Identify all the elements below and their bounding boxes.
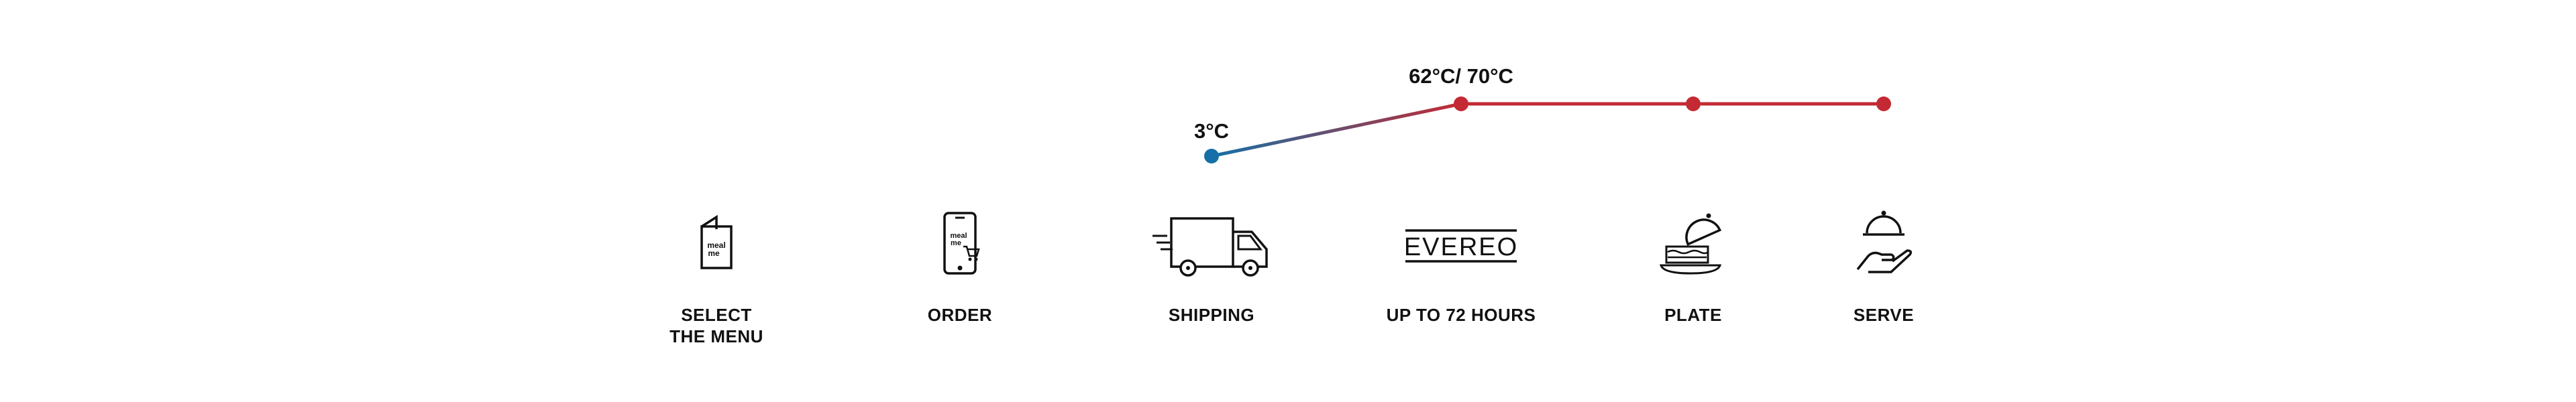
smartphone-cart-icon: meal me xyxy=(943,212,980,275)
point-plate xyxy=(1686,96,1701,111)
step-shipping: SHIPPING xyxy=(1091,208,1332,326)
step-label: PLATE xyxy=(1664,305,1722,325)
svg-text:me: me xyxy=(951,239,961,247)
step-label: ORDER xyxy=(927,305,993,325)
step-serve: SERVE xyxy=(1763,208,2004,326)
step-plate: PLATE xyxy=(1572,208,1814,326)
svg-text:meal: meal xyxy=(707,241,725,250)
cloche-plate-icon xyxy=(1660,213,1722,275)
step-label: SHIPPING xyxy=(1168,305,1255,325)
hot-temp-label: 62°C/ 70°C xyxy=(1409,64,1513,88)
svg-text:meal: meal xyxy=(950,232,967,240)
delivery-van-icon xyxy=(1152,217,1268,277)
point-up-to-72-hours xyxy=(1454,96,1468,111)
cooling-segment xyxy=(1211,102,1462,158)
menu-card-icon: meal me xyxy=(700,214,733,269)
point-shipping xyxy=(1204,149,1219,163)
step-label: SELECT THE MENU xyxy=(669,305,763,346)
cold-temp-label: 3°C xyxy=(1193,119,1230,143)
step-select-menu: meal me SELECT THE MENU xyxy=(596,208,837,347)
point-serve xyxy=(1876,96,1891,111)
serving-hand-icon xyxy=(1856,210,1913,273)
evereo-logo-icon: EVEREO xyxy=(1404,229,1518,263)
step-order: meal me ORDER xyxy=(839,208,1081,326)
step-storage: EVEREO UP TO 72 HOURS xyxy=(1340,208,1582,326)
svg-text:me: me xyxy=(708,249,720,258)
step-label: UP TO 72 HOURS xyxy=(1386,305,1536,325)
svg-text:EVEREO: EVEREO xyxy=(1404,233,1518,261)
step-label: SERVE xyxy=(1853,305,1915,325)
